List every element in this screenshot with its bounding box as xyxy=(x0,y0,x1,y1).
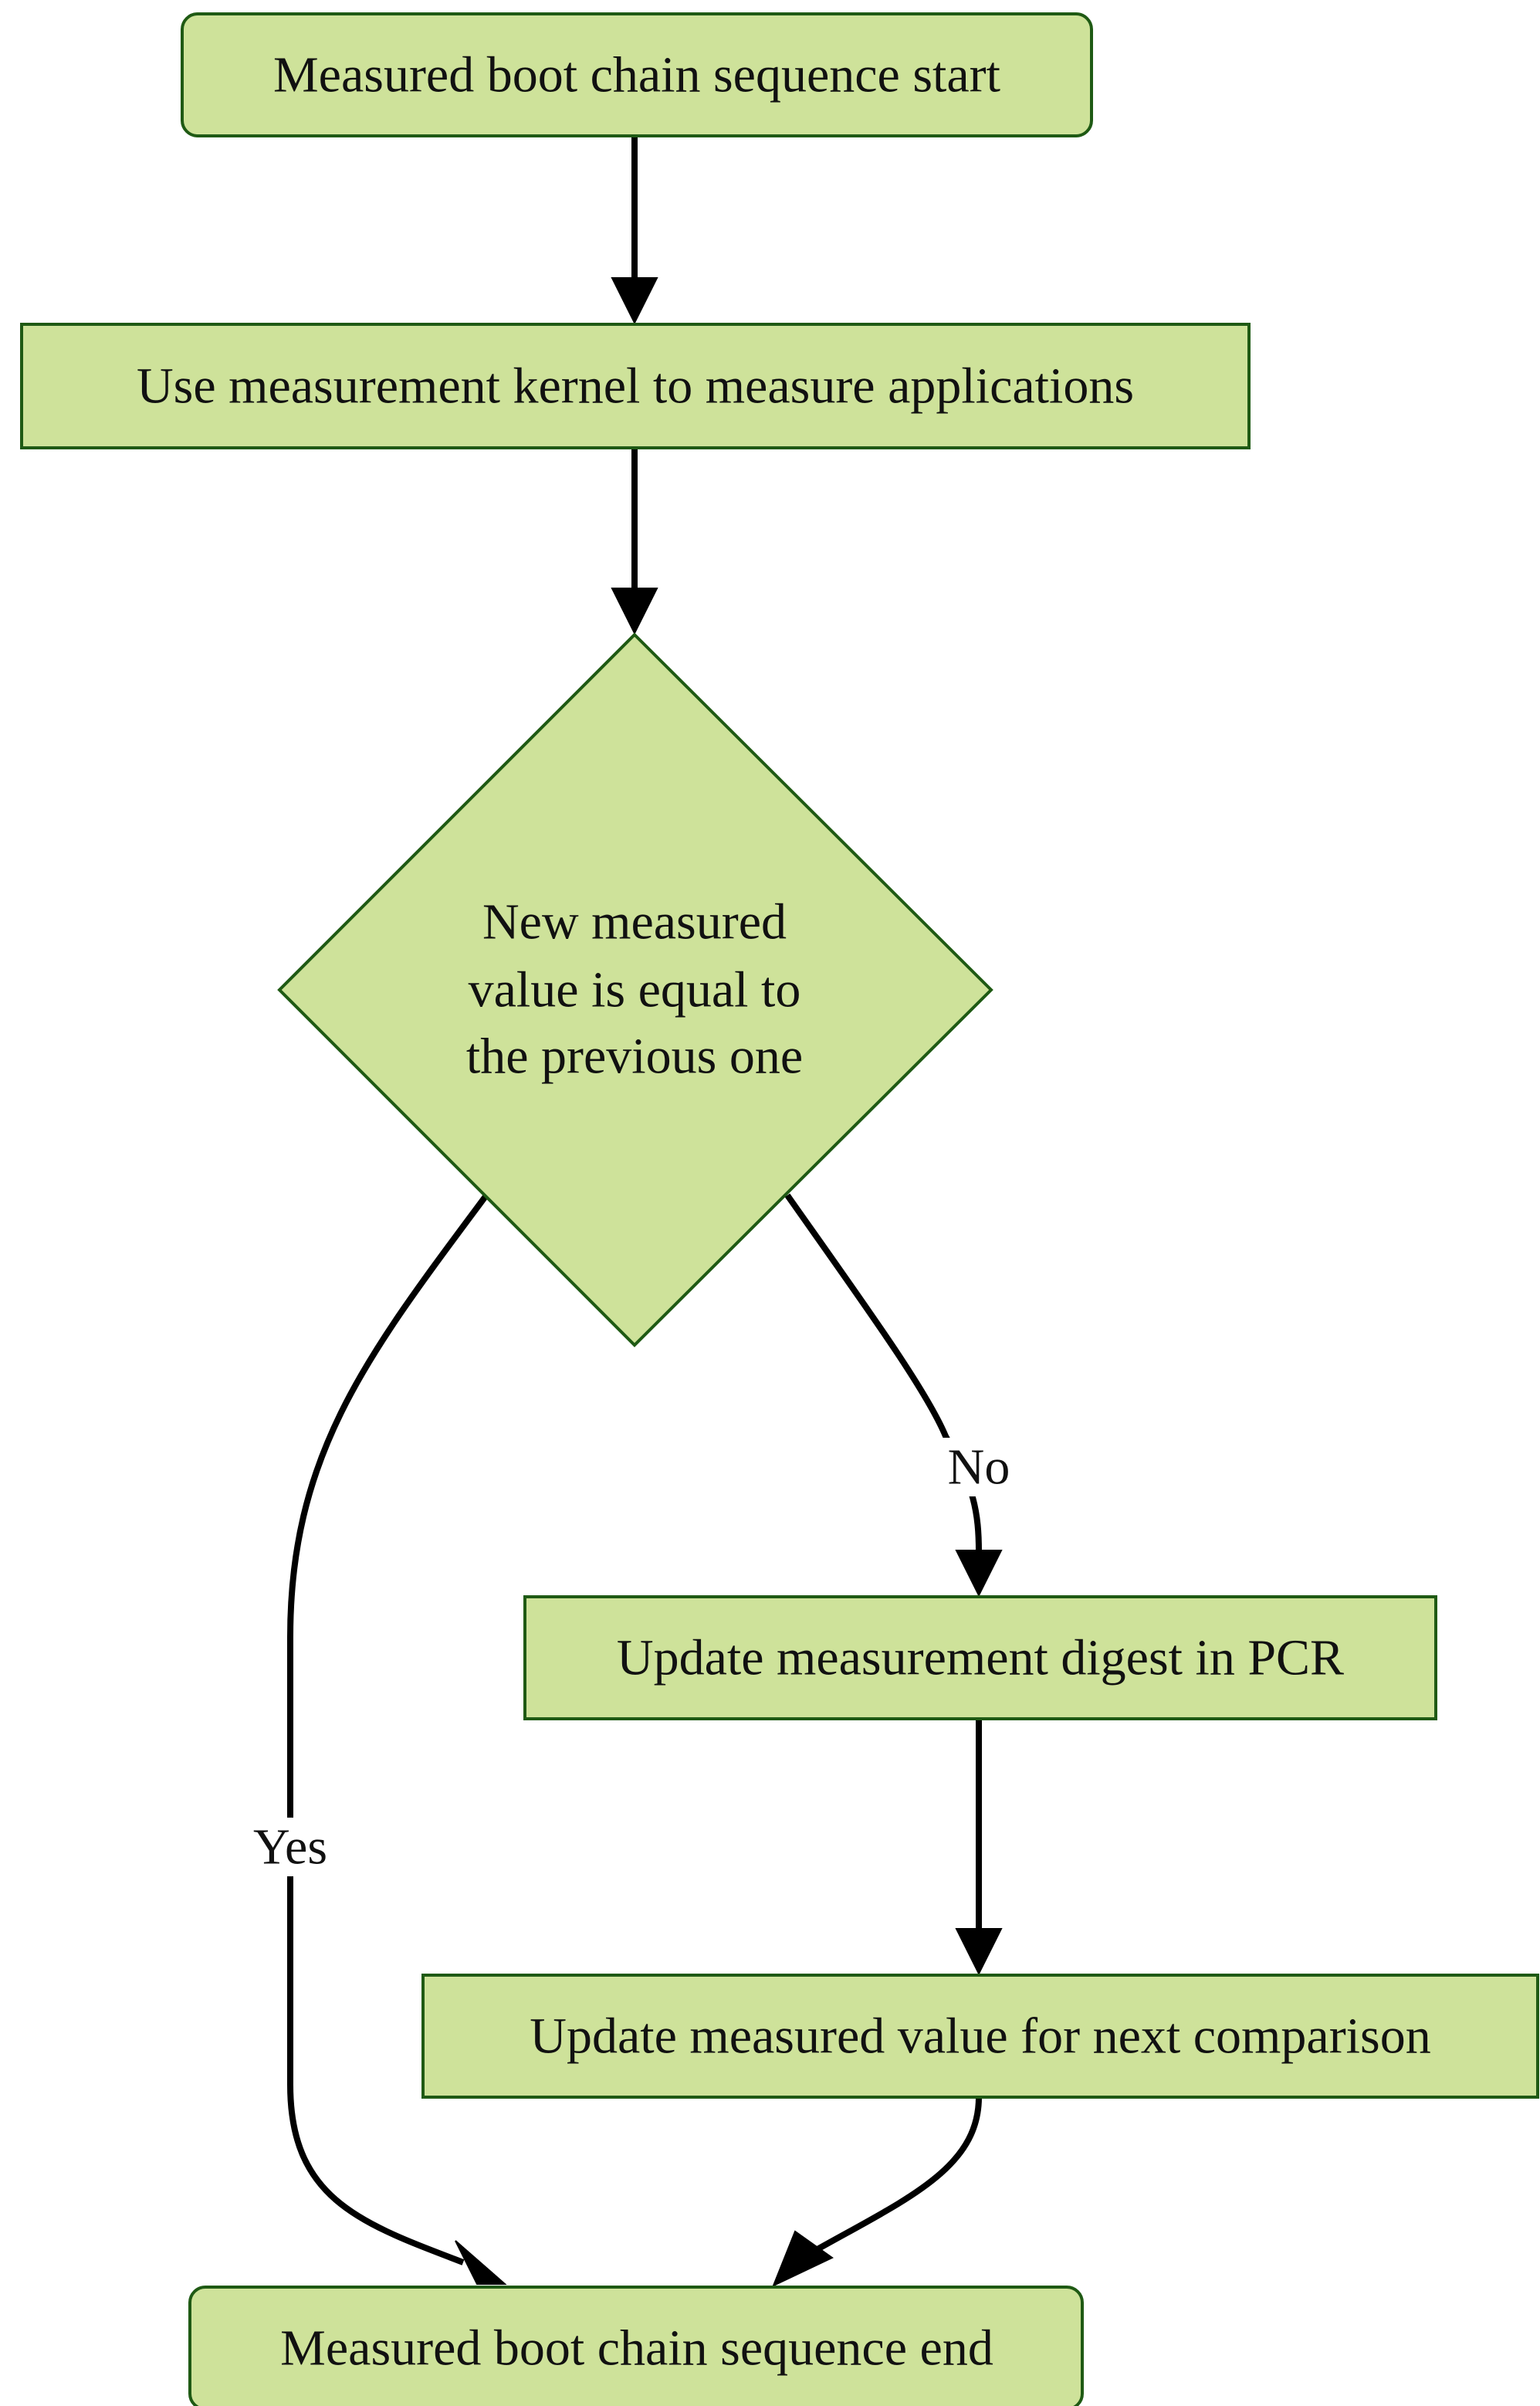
node-decision-label-line2: value is equal to xyxy=(469,962,801,1018)
arrowhead-decision-to-update-digest xyxy=(955,1550,1003,1598)
node-start-label: Measured boot chain sequence start xyxy=(273,47,1000,103)
edge-decision-to-update-digest xyxy=(784,1193,982,1553)
node-measure-label: Use measurement kernel to measure applic… xyxy=(137,358,1134,415)
node-decision-label-line1: New measured xyxy=(482,894,787,951)
node-decision: New measured value is equal to the previ… xyxy=(277,632,993,1347)
node-end-label: Measured boot chain sequence end xyxy=(280,2320,993,2377)
node-update-value-box xyxy=(421,1974,1539,2099)
node-update-digest-box xyxy=(523,1595,1437,1720)
arrowhead-decision-to-end xyxy=(455,2240,507,2285)
node-update-value-label: Update measured value for next compariso… xyxy=(530,2008,1430,2065)
node-start-box xyxy=(181,12,1093,137)
node-end: Measured boot chain sequence end xyxy=(188,2286,1084,2406)
arrowhead-update-value-to-end xyxy=(772,2230,834,2287)
edges xyxy=(287,137,1003,2287)
node-end-box xyxy=(188,2286,1084,2406)
node-update-digest-label: Update measurement digest in PCR xyxy=(617,1630,1344,1686)
edge-label-yes: Yes xyxy=(253,1819,327,1876)
edge-decision-to-end xyxy=(287,1193,489,2265)
node-update-digest: Update measurement digest in PCR xyxy=(523,1595,1437,1720)
node-decision-diamond xyxy=(277,632,993,1347)
edge-label-yes-bg xyxy=(239,1818,344,1876)
edge-labels: No Yes xyxy=(239,1438,1023,1876)
edge-label-no: No xyxy=(948,1439,1010,1496)
edge-label-no-bg xyxy=(938,1438,1023,1496)
node-measure-box xyxy=(20,323,1251,449)
node-start: Measured boot chain sequence start xyxy=(181,12,1093,137)
arrowhead-measure-to-decision xyxy=(611,588,658,635)
arrowhead-update-digest-to-update-value xyxy=(955,1928,1003,1976)
node-measure: Use measurement kernel to measure applic… xyxy=(20,323,1251,449)
node-update-value: Update measured value for next compariso… xyxy=(421,1974,1539,2099)
node-decision-label-line3: the previous one xyxy=(466,1028,803,1085)
arrowhead-start-to-measure xyxy=(611,277,658,325)
edge-update-value-to-end xyxy=(809,2096,982,2256)
